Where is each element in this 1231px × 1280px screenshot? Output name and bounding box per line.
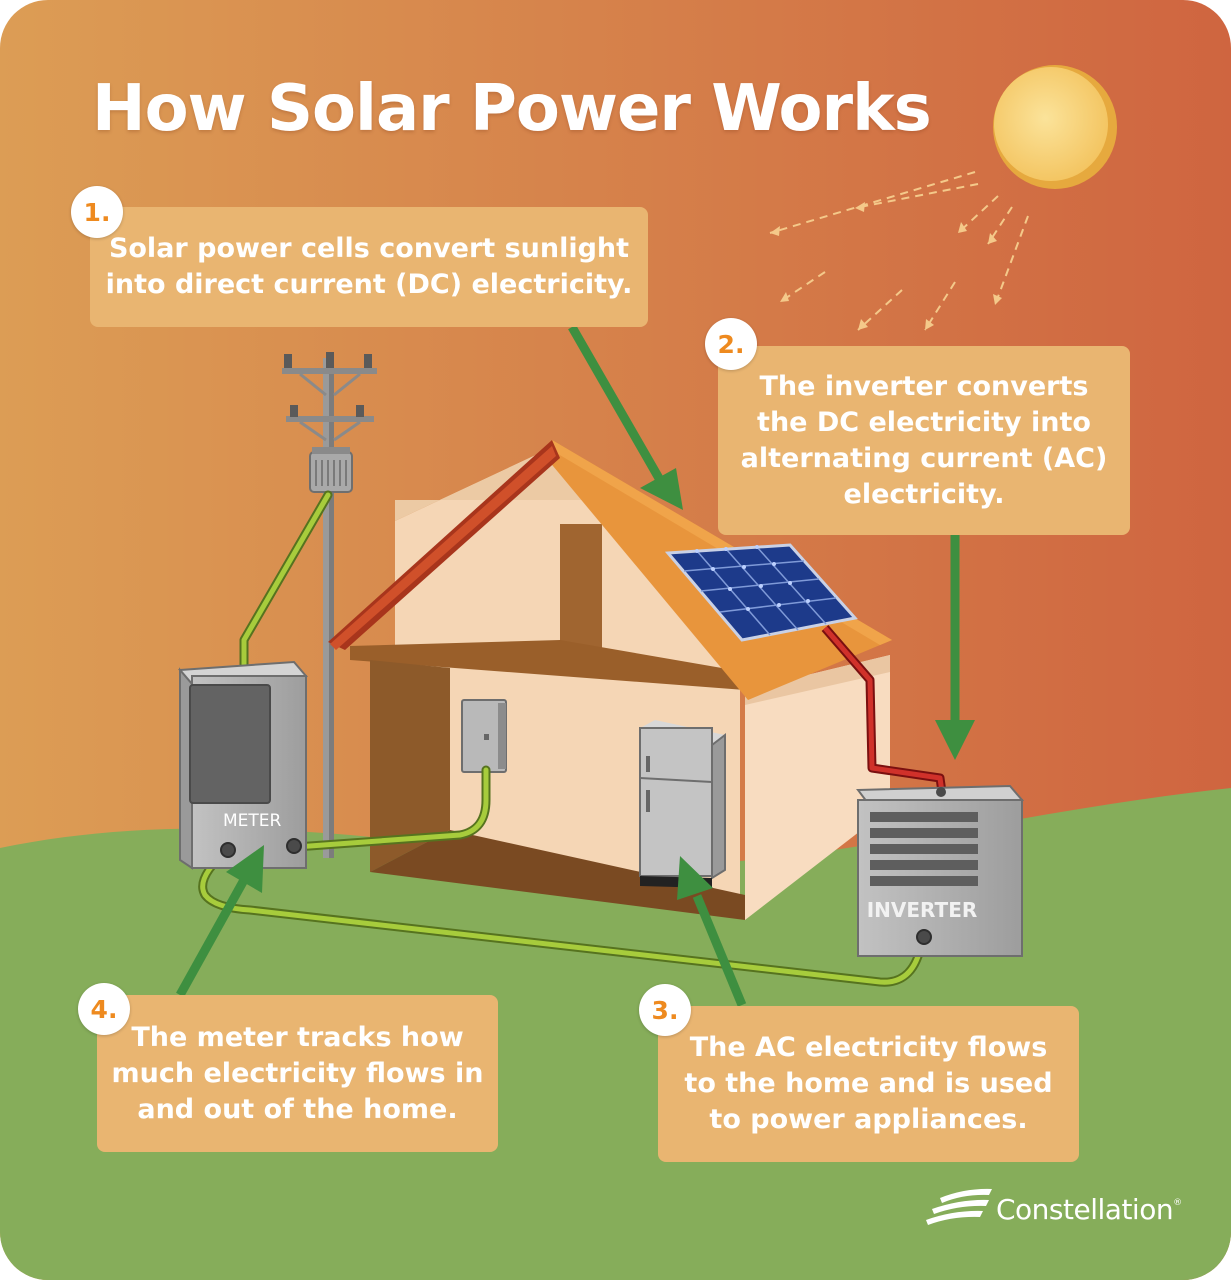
arrow-to-meter bbox=[226, 845, 264, 893]
step-1-badge: 1. bbox=[71, 186, 123, 238]
step-4-text: The meter tracks how much electricity fl… bbox=[111, 1021, 484, 1125]
step-2-callout: The inverter converts the DC electricity… bbox=[718, 346, 1130, 535]
arrow-to-inverter bbox=[935, 720, 975, 760]
step-2-badge: 2. bbox=[705, 318, 757, 370]
sun-ray-arrowheads bbox=[770, 202, 1002, 330]
inverter-label: INVERTER bbox=[867, 898, 978, 922]
step-1-callout: Solar power cells convert sunlight into … bbox=[90, 207, 648, 327]
page-title: How Solar Power Works bbox=[92, 72, 932, 146]
breaker-box bbox=[461, 699, 507, 773]
meter-box bbox=[177, 660, 309, 870]
step-4-badge: 4. bbox=[78, 983, 130, 1035]
constellation-logo-mark bbox=[926, 1188, 992, 1225]
arrow-to-fridge bbox=[677, 856, 713, 900]
pole-transformer bbox=[309, 447, 353, 493]
brand-name: Constellation bbox=[996, 1192, 1174, 1226]
step-3-text: The AC electricity flows to the home and… bbox=[684, 1032, 1053, 1135]
sun-icon bbox=[993, 65, 1117, 189]
inverter-box bbox=[856, 784, 1025, 957]
registered-mark: ® bbox=[1173, 1198, 1183, 1208]
step-2-text: The inverter converts the DC electricity… bbox=[740, 370, 1108, 510]
step-3-badge: 3. bbox=[639, 984, 691, 1036]
utility-pole bbox=[282, 352, 377, 858]
step-3-callout: The AC electricity flows to the home and… bbox=[658, 1006, 1079, 1162]
refrigerator bbox=[639, 720, 726, 888]
constellation-logo: Constellation ® bbox=[926, 1186, 1186, 1232]
meter-label: METER bbox=[223, 811, 282, 831]
arrow-to-panel bbox=[640, 468, 683, 510]
step-4-callout: The meter tracks how much electricity fl… bbox=[97, 995, 498, 1152]
flow-arrows bbox=[176, 324, 975, 1007]
step-1-text: Solar power cells convert sunlight into … bbox=[105, 233, 633, 300]
solar-panel bbox=[664, 543, 858, 642]
